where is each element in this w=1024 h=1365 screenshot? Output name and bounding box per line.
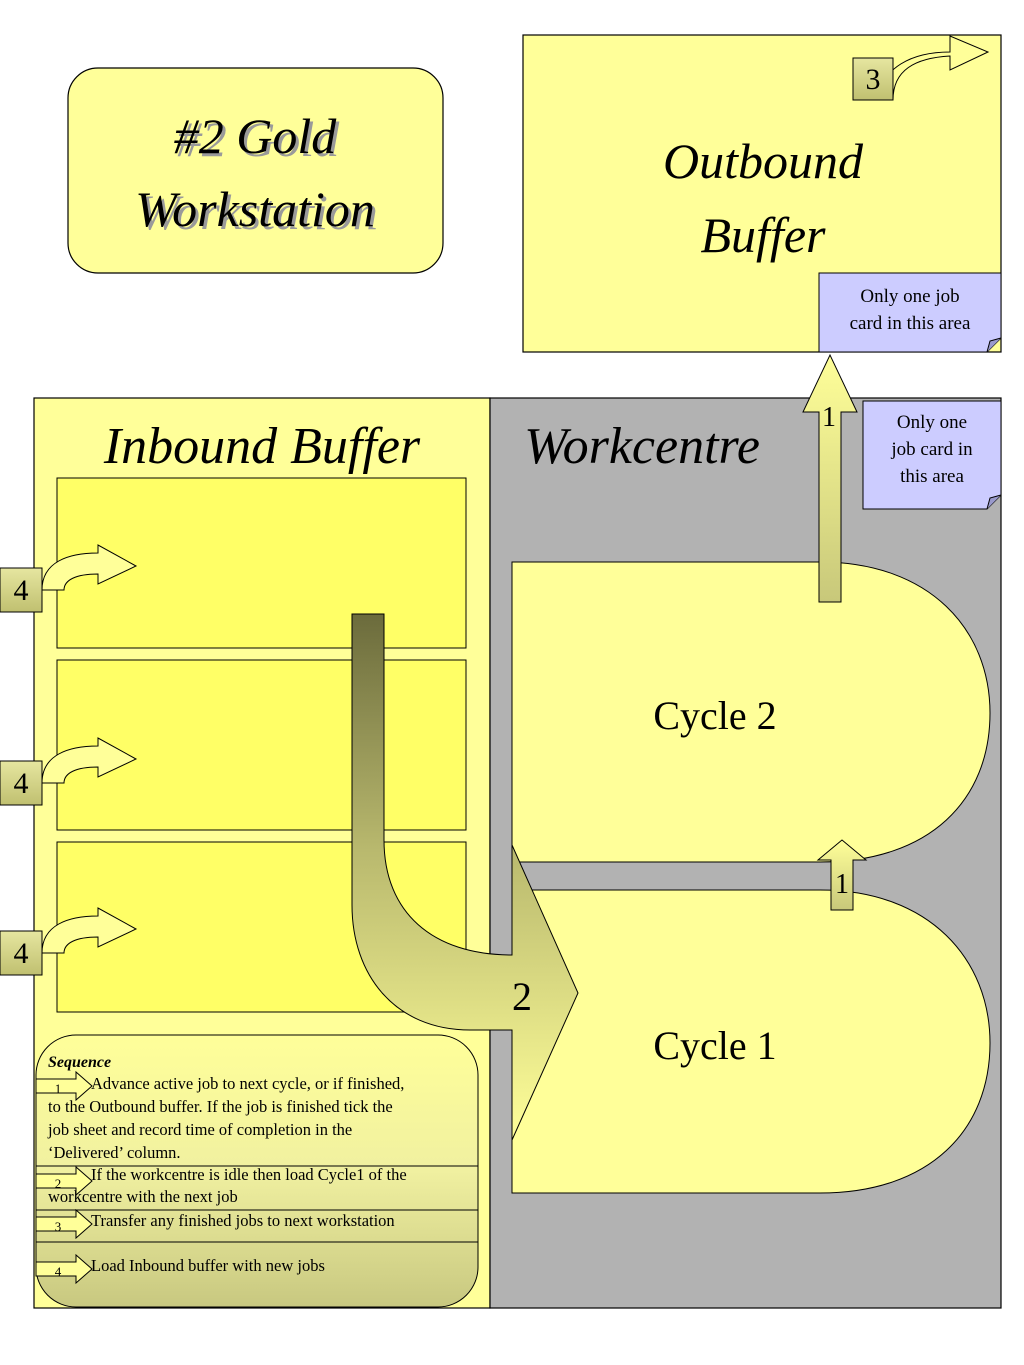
inbound-heading: Inbound Buffer xyxy=(103,418,421,475)
cycle-1: Cycle 1 xyxy=(511,889,991,1194)
step-1-line-3: job sheet and record time of completion … xyxy=(47,1120,352,1139)
workcentre-note: Only one job card in this area xyxy=(862,400,1002,510)
load-inbound-arrow-icon-1: 4 xyxy=(0,544,138,613)
step-3-arrow-icon: 3 xyxy=(35,1208,93,1240)
workcentre-note-line-3: this area xyxy=(900,466,964,487)
step-4-arrow-icon: 4 xyxy=(35,1253,93,1285)
sequence-title: Sequence xyxy=(48,1054,111,1071)
load-inbound-label-2: 4 xyxy=(14,767,29,800)
load-inbound-label-3: 4 xyxy=(14,937,29,970)
step-1-line-2: to the Outbound buffer. If the job is fi… xyxy=(48,1097,393,1116)
step-3-number: 3 xyxy=(55,1219,62,1234)
step-1-line-4: ‘Delivered’ column. xyxy=(48,1143,181,1162)
inbound-slot-2 xyxy=(56,659,467,831)
workcentre-note-line-1: Only one xyxy=(897,412,967,433)
step-1-number: 1 xyxy=(55,1081,62,1096)
outbound-title-line-2: Buffer xyxy=(701,207,827,263)
step-4-line-1: Load Inbound buffer with new jobs xyxy=(91,1256,325,1275)
workcentre-note-line-2: job card in xyxy=(890,439,973,460)
cycle-2-label: Cycle 2 xyxy=(653,693,776,738)
step-1-arrow-icon: 1 xyxy=(35,1070,93,1102)
advance-step-label-bottom: 1 xyxy=(835,869,849,900)
outbound-note-line-1: Only one job xyxy=(860,286,959,307)
load-step-label: 2 xyxy=(512,974,532,1019)
cycle-2: Cycle 2 xyxy=(511,561,991,863)
step-2-number: 2 xyxy=(55,1176,62,1191)
outbound-note-line-2: card in this area xyxy=(850,313,971,334)
outbound-note: Only one job card in this area xyxy=(818,272,1002,353)
load-inbound-arrow-icon-2: 4 xyxy=(0,737,138,806)
step-2-line-1: If the workcentre is idle then load Cycl… xyxy=(91,1165,407,1184)
title-shadow-1: #2 Gold xyxy=(177,111,341,167)
step-3-line-1: Transfer any finished jobs to next works… xyxy=(91,1211,395,1230)
step-2-line-2: workcentre with the next job xyxy=(48,1187,238,1206)
workcentre-heading: Workcentre xyxy=(524,418,760,475)
cycle-1-label: Cycle 1 xyxy=(653,1023,776,1068)
title-shadow-2: Workstation xyxy=(138,184,378,240)
title-line-2: Workstation xyxy=(135,181,375,237)
advance-step-label-top: 1 xyxy=(822,402,836,433)
load-inbound-arrow-icon-3: 4 xyxy=(0,907,138,976)
load-inbound-label-1: 4 xyxy=(14,574,29,607)
title-box: #2 Gold #2 Gold Workstation Workstation xyxy=(67,67,444,274)
step-4-number: 4 xyxy=(55,1264,62,1279)
sequence-legend: Sequence 1 2 3 4 Advance active job to n… xyxy=(35,1034,479,1308)
outbound-title-line-1: Outbound xyxy=(663,133,864,189)
transfer-arrow-icon: 3 xyxy=(852,35,990,101)
advance-to-cycle-2-arrow-icon: 1 xyxy=(816,839,868,911)
transfer-step-label: 3 xyxy=(866,63,881,96)
step-1-line-1: Advance active job to next cycle, or if … xyxy=(91,1074,404,1093)
step-2-arrow-icon: 2 xyxy=(35,1165,93,1197)
title-line-1: #2 Gold xyxy=(174,108,338,164)
load-cycle-arrow-icon: 2 xyxy=(351,613,579,1141)
advance-to-outbound-arrow-icon: 1 xyxy=(802,353,858,603)
